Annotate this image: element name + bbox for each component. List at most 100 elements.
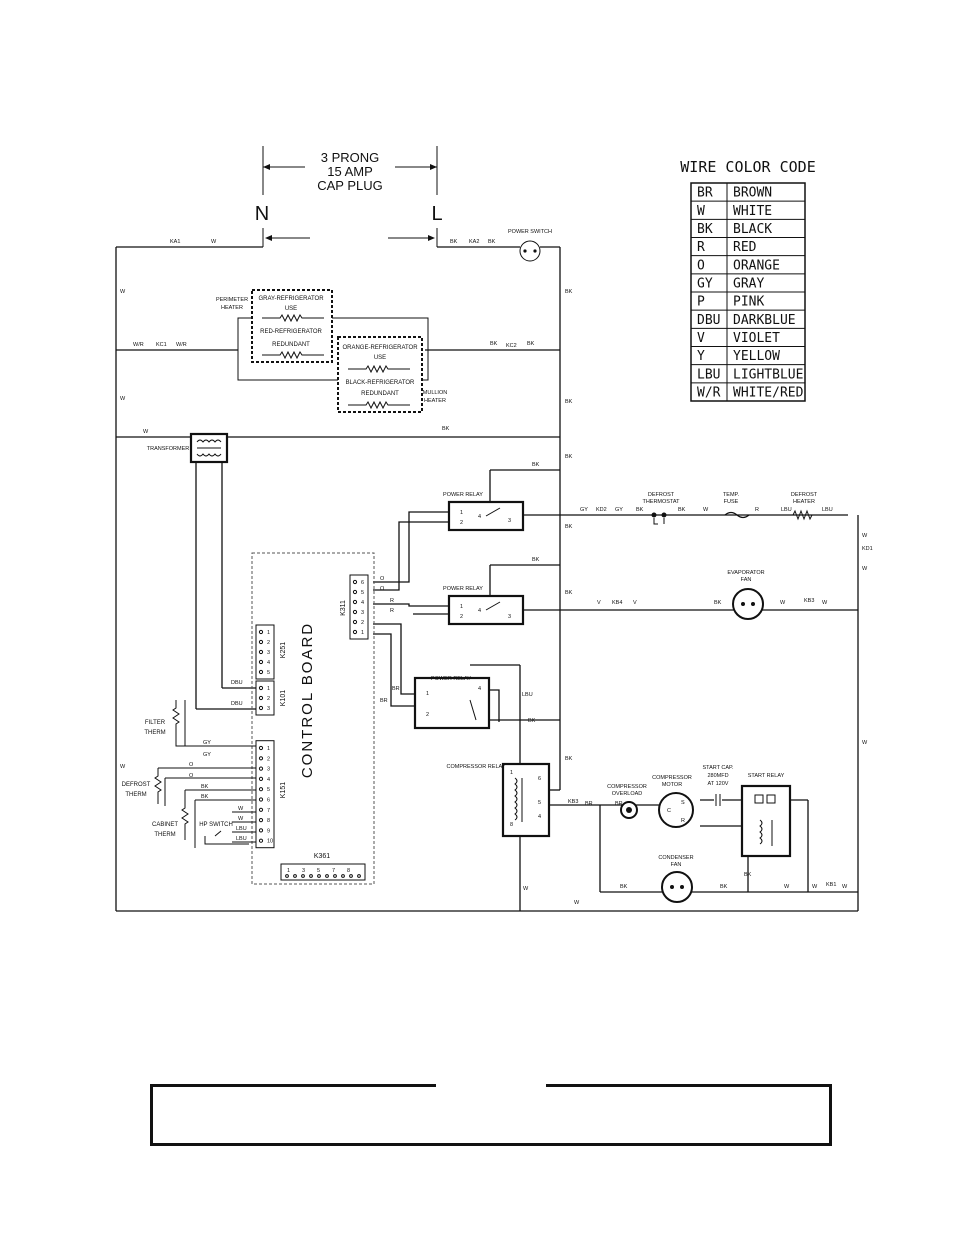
wire-label: DBU bbox=[231, 701, 243, 707]
wire-label: O bbox=[189, 773, 194, 779]
defrost-heater-2: HEATER bbox=[793, 499, 815, 505]
wire-label: BK bbox=[678, 507, 686, 513]
motor-label-2: MOTOR bbox=[662, 782, 682, 788]
pin: 4 bbox=[538, 814, 541, 820]
wire-label: BK bbox=[744, 872, 752, 878]
legend-code: R bbox=[697, 240, 705, 255]
wire-label: W bbox=[211, 239, 217, 245]
legend-color-name: BROWN bbox=[733, 186, 772, 201]
perimeter-heater: GRAY-REFRIGERATOR USE RED-REFRIGERATOR R… bbox=[216, 289, 429, 381]
legend-color-name: RED bbox=[733, 240, 757, 255]
pin-number: 4 bbox=[361, 600, 364, 606]
caption-box-gap bbox=[436, 1080, 546, 1090]
pin-hole bbox=[352, 589, 358, 595]
legend-color-name: GRAY bbox=[733, 277, 764, 292]
wire-label: BR bbox=[380, 698, 388, 704]
pin: S bbox=[681, 800, 685, 806]
temp-fuse-2: FUSE bbox=[724, 499, 739, 505]
wire-label: BK bbox=[565, 590, 573, 596]
legend-color-name: VIOLET bbox=[733, 331, 780, 346]
wire-label: W bbox=[143, 429, 149, 435]
defrost-therm-1: DEFROST bbox=[122, 782, 151, 788]
power-relay-3-label: POWER RELAY bbox=[431, 676, 471, 682]
legend-color-name: WHITE bbox=[733, 204, 772, 219]
pin-number: 7 bbox=[267, 808, 270, 814]
gray-fridge-line1: GRAY-REFRIGERATOR bbox=[258, 296, 324, 302]
pin-hole bbox=[258, 766, 264, 771]
wire-label: BK bbox=[527, 341, 535, 347]
pin-hole bbox=[258, 695, 264, 701]
legend-title: WIRE COLOR CODE bbox=[680, 158, 815, 176]
legend-code: DBU bbox=[697, 313, 720, 328]
k311-label: K311 bbox=[340, 600, 347, 616]
pin-number: 2 bbox=[267, 696, 270, 702]
pin: 4 bbox=[478, 686, 481, 692]
temp-fuse-1: TEMP. bbox=[723, 492, 740, 498]
connector-kb1: KB1 bbox=[826, 882, 836, 888]
start-cap-2: 280MFD bbox=[707, 773, 728, 779]
wire-label: GY bbox=[580, 507, 588, 513]
wire-label: GY bbox=[203, 740, 211, 746]
pin-number: 2 bbox=[267, 640, 270, 646]
pin-number: 7 bbox=[332, 868, 335, 874]
evaporator-fan: EVAPORATOR FAN bbox=[727, 570, 765, 620]
pin: R bbox=[681, 818, 685, 824]
defrost-heater-1: DEFROST bbox=[791, 492, 818, 498]
pin-number: 4 bbox=[267, 777, 270, 783]
legend-code: V bbox=[697, 331, 705, 346]
pin-hole bbox=[341, 874, 345, 878]
wire-label: BK bbox=[636, 507, 644, 513]
pin-number: 5 bbox=[267, 670, 270, 676]
wire-label: BK bbox=[714, 600, 722, 606]
sensors: FILTER THERM DEFROST THERM CABINET THERM… bbox=[122, 700, 256, 848]
legend-color-name: WHITE/RED bbox=[733, 386, 804, 401]
wire-label: R bbox=[390, 608, 394, 614]
pin-hole bbox=[258, 649, 264, 655]
wire-label: BR bbox=[585, 801, 593, 807]
pin-hole bbox=[352, 599, 358, 605]
wire-label: DBU bbox=[231, 680, 243, 686]
legend-color-name: PINK bbox=[733, 295, 764, 310]
plug-line1: 3 PRONG bbox=[321, 150, 380, 165]
wire-label: GY bbox=[203, 752, 211, 758]
pin-hole bbox=[301, 874, 305, 878]
pin-number: 5 bbox=[267, 787, 270, 793]
pin: 1 bbox=[460, 604, 463, 610]
wire-label: LBU bbox=[236, 836, 247, 842]
pin-number: 3 bbox=[267, 706, 270, 712]
k101-label: K101 bbox=[280, 690, 287, 706]
wire-label: W bbox=[574, 900, 580, 906]
legend-code: W/R bbox=[697, 386, 721, 401]
connector-kb3: KB3 bbox=[804, 598, 814, 604]
wire-label: W bbox=[862, 533, 868, 539]
pin-hole bbox=[352, 629, 358, 635]
wire-label: W bbox=[238, 816, 244, 822]
pin-hole bbox=[317, 874, 321, 878]
pin-hole bbox=[293, 874, 297, 878]
wire-label: W bbox=[812, 884, 818, 890]
wire-label: LBU bbox=[822, 507, 833, 513]
pin-hole bbox=[258, 787, 264, 792]
defrost-chain: DEFROST THERMOSTAT TEMP. FUSE DEFROST HE… bbox=[642, 492, 818, 525]
start-cap-1: START CAP. bbox=[702, 765, 734, 771]
defrost-therm-2: THERM bbox=[125, 792, 146, 798]
pin-number: 8 bbox=[347, 868, 350, 874]
pin-number: 3 bbox=[267, 767, 270, 773]
connector-kc1: KC1 bbox=[156, 342, 167, 348]
power-relay-1: POWER RELAY 1 2 4 3 bbox=[443, 492, 525, 532]
mullion-label-2: HEATER bbox=[424, 398, 446, 404]
pin: 4 bbox=[478, 514, 481, 520]
pin-number: 2 bbox=[361, 620, 364, 626]
transformer: TRANSFORMER bbox=[147, 432, 256, 710]
wire-label: V bbox=[597, 600, 601, 606]
pin-hole bbox=[258, 685, 264, 691]
k251-label: K251 bbox=[280, 642, 287, 658]
connector-kb4: KB4 bbox=[612, 600, 622, 606]
neutral-label: N bbox=[255, 203, 269, 225]
compressor-relay: COMPRESSOR RELAY 1 6 5 4 8 bbox=[447, 762, 551, 838]
wire-label: O bbox=[380, 586, 385, 592]
pin-hole bbox=[349, 874, 353, 878]
pin-hole bbox=[258, 818, 264, 823]
overload-1: COMPRESSOR bbox=[607, 784, 647, 790]
